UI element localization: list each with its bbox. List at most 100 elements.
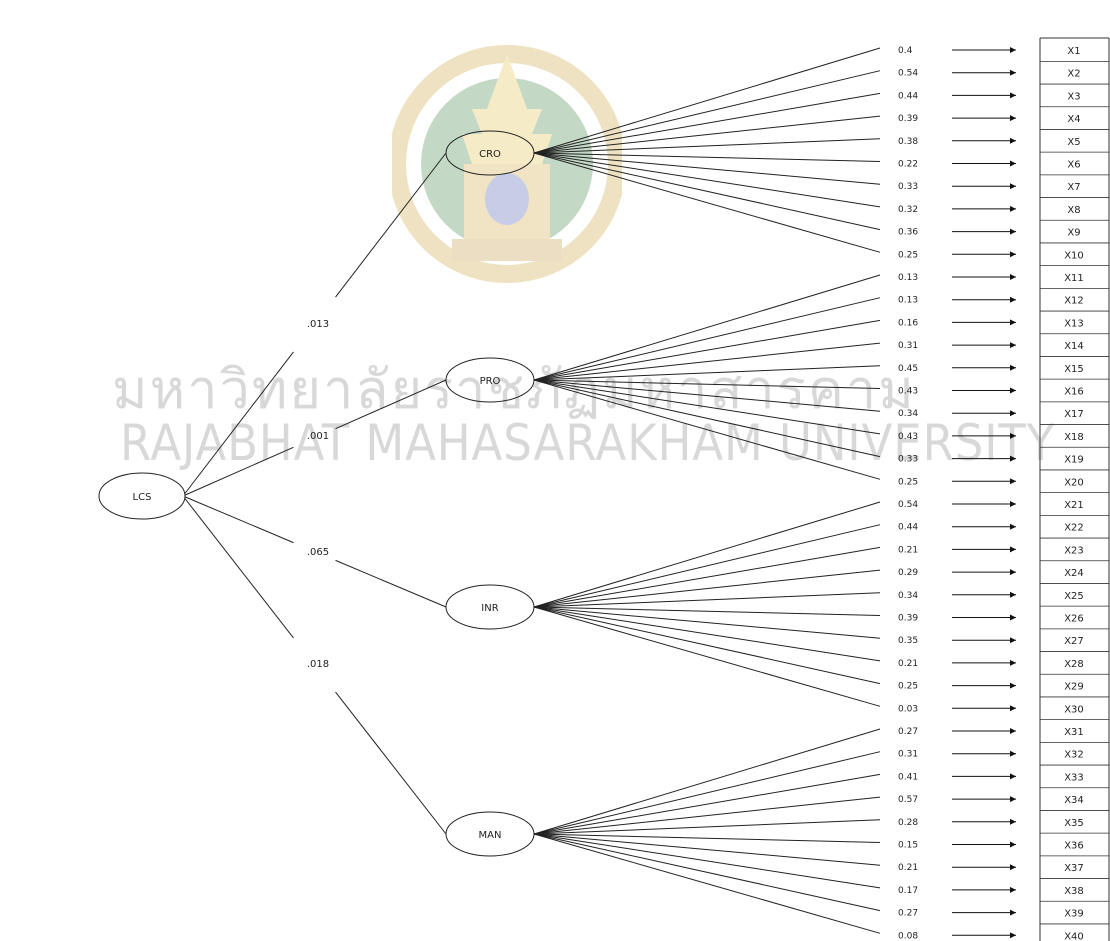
loading-line-x22 (533, 524, 881, 608)
indicator-label-x31: X31 (1064, 727, 1084, 738)
watermark-thai-text: มหาวิทยาลัยราชภัฏมหาสารคาม (112, 358, 916, 421)
indicator-label-x16: X16 (1064, 387, 1084, 398)
loading-value-x31: 0.27 (898, 727, 918, 737)
loading-value-x16: 0.43 (898, 387, 918, 397)
indicator-label-x36: X36 (1064, 841, 1084, 852)
indicator-label-x24: X24 (1064, 568, 1084, 579)
indicator-label-x40: X40 (1064, 931, 1084, 941)
loading-line-x11 (533, 274, 881, 381)
loading-line-x5 (533, 138, 881, 154)
path-line-root-pro (182, 446, 294, 497)
loading-value-x27: 0.35 (898, 636, 918, 646)
loading-value-x4: 0.39 (898, 114, 918, 124)
loading-value-x28: 0.21 (898, 659, 918, 669)
indicator-label-x30: X30 (1064, 704, 1084, 715)
path-line-root-man-end (335, 691, 447, 835)
indicator-label-x19: X19 (1064, 455, 1084, 466)
loading-value-x15: 0.45 (898, 364, 918, 374)
loading-value-x13: 0.16 (898, 318, 918, 328)
loading-line-x26 (533, 606, 881, 616)
loading-line-x17 (533, 379, 881, 412)
indicator-label-x9: X9 (1067, 228, 1080, 239)
loading-line-x2 (533, 70, 881, 154)
indicator-label-x22: X22 (1064, 523, 1084, 534)
indicator-label-x39: X39 (1064, 909, 1084, 920)
path-line-root-cro (182, 351, 294, 497)
indicator-label-x17: X17 (1064, 409, 1084, 420)
path-line-root-inr-end (335, 559, 447, 608)
loading-line-x13 (533, 319, 881, 381)
indicator-label-x29: X29 (1064, 682, 1084, 693)
watermark-english-text: RAJABHAT MAHASARAKHAM UNIVERSITY (120, 414, 1056, 472)
indicator-label-x25: X25 (1064, 591, 1084, 602)
indicator-label-x32: X32 (1064, 750, 1084, 761)
factor-label-man: MAN (479, 830, 502, 841)
loading-value-x36: 0.15 (898, 841, 918, 851)
indicator-label-x10: X10 (1064, 250, 1084, 261)
loading-value-x33: 0.41 (898, 772, 918, 782)
loading-line-x7 (533, 152, 881, 185)
indicator-label-x1: X1 (1067, 46, 1080, 57)
indicator-label-x15: X15 (1064, 364, 1084, 375)
loading-line-x37 (533, 833, 881, 866)
loading-line-x34 (533, 796, 881, 835)
loading-value-x23: 0.21 (898, 545, 918, 555)
loading-value-x19: 0.33 (898, 455, 918, 465)
loading-value-x20: 0.25 (898, 477, 918, 487)
indicator-label-x38: X38 (1064, 886, 1084, 897)
loading-value-x1: 0.4 (898, 46, 913, 56)
path-line-root-man (182, 495, 294, 639)
factor-label-cro: CRO (479, 149, 501, 160)
loading-line-x39 (533, 833, 881, 912)
path-line-root-cro-end (335, 152, 447, 298)
indicator-label-x20: X20 (1064, 477, 1084, 488)
path-coefficient-man: .018 (307, 659, 329, 670)
loading-line-x31 (533, 728, 881, 835)
loading-value-x35: 0.28 (898, 818, 918, 828)
loading-value-x18: 0.43 (898, 432, 918, 442)
indicator-label-x21: X21 (1064, 500, 1084, 511)
loading-line-x24 (533, 569, 881, 608)
indicator-label-x33: X33 (1064, 772, 1084, 783)
loading-line-x8 (533, 152, 881, 208)
loading-line-x27 (533, 606, 881, 639)
loading-line-x38 (533, 833, 881, 889)
loading-value-x11: 0.13 (898, 273, 918, 283)
loading-value-x29: 0.25 (898, 682, 918, 692)
indicator-label-x5: X5 (1067, 137, 1080, 148)
loading-line-x10 (533, 152, 881, 253)
indicator-label-x37: X37 (1064, 863, 1084, 874)
loading-value-x14: 0.31 (898, 341, 918, 351)
loading-line-x6 (533, 152, 881, 162)
indicator-label-x34: X34 (1064, 795, 1084, 806)
loading-value-x21: 0.54 (898, 500, 918, 510)
loading-value-x24: 0.29 (898, 568, 918, 578)
indicator-label-x11: X11 (1064, 273, 1084, 284)
loading-value-x3: 0.44 (898, 91, 918, 101)
indicator-label-x3: X3 (1067, 91, 1080, 102)
indicator-label-x27: X27 (1064, 636, 1084, 647)
loading-line-x1 (533, 47, 881, 154)
loading-value-x26: 0.39 (898, 614, 918, 624)
university-seal-watermark-icon (392, 45, 622, 283)
path-line-root-pro-end (335, 379, 447, 430)
loading-line-x25 (533, 592, 881, 608)
loading-value-x17: 0.34 (898, 409, 918, 419)
path-coefficient-inr: .065 (307, 547, 329, 558)
indicator-label-x14: X14 (1064, 341, 1084, 352)
loading-line-x12 (533, 297, 881, 381)
loading-line-x40 (533, 833, 881, 934)
loading-line-x9 (533, 152, 881, 231)
loading-line-x32 (533, 751, 881, 835)
loading-value-x39: 0.27 (898, 909, 918, 919)
loading-line-x20 (533, 379, 881, 480)
indicator-label-x18: X18 (1064, 432, 1084, 443)
path-coefficient-cro: .013 (307, 319, 329, 330)
loading-line-x3 (533, 92, 881, 154)
loading-value-x22: 0.44 (898, 523, 918, 533)
loading-line-x36 (533, 833, 881, 843)
indicator-label-x12: X12 (1064, 296, 1084, 307)
loading-line-x29 (533, 606, 881, 685)
